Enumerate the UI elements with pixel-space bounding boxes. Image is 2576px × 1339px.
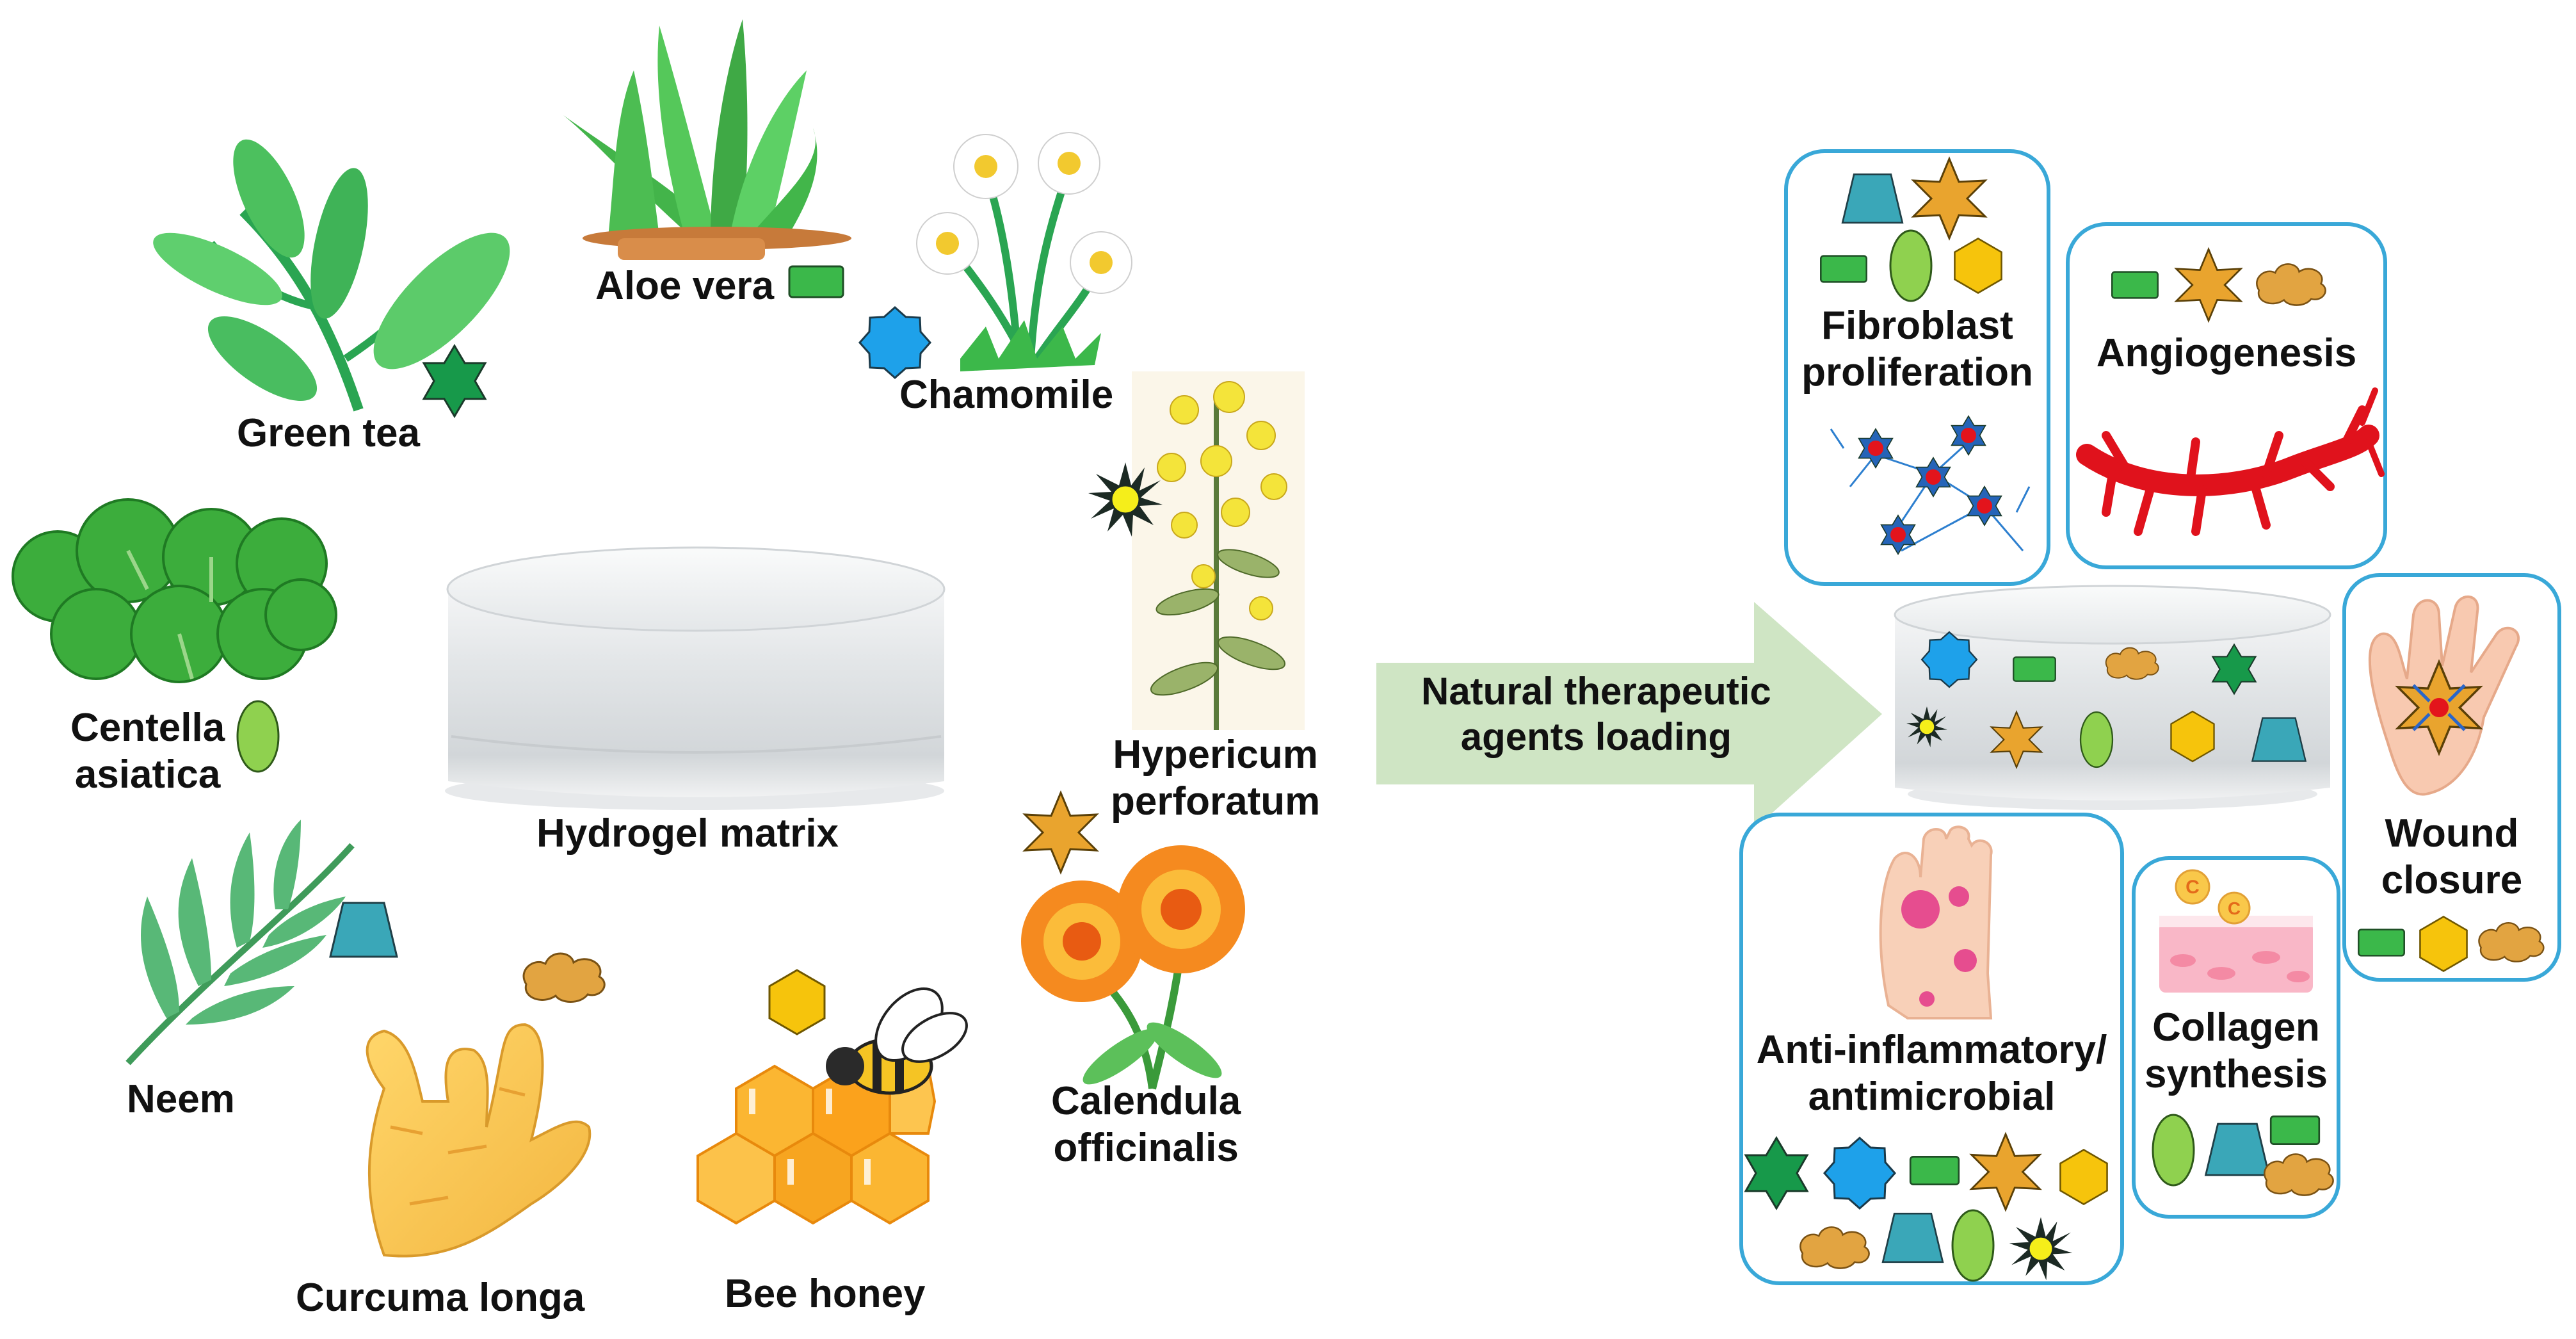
bee-honey-icon [696, 987, 968, 1225]
arrow-label-line1: Natural therapeutic [1421, 670, 1771, 713]
loading-arrow [1376, 602, 1882, 829]
orange-star-symbol [1024, 791, 1098, 873]
neem-icon [125, 820, 355, 1066]
calendula-label-line2: officinalis [1053, 1126, 1239, 1171]
fibroblast-cells-image [1830, 415, 2031, 555]
fibroblast-label-line2: proliferation [1801, 350, 2033, 395]
centella-label-line2: asiatica [74, 752, 221, 797]
centella-icon [12, 498, 337, 683]
inflamed-arm-icon [1879, 825, 1993, 1019]
hydrogel-label: Hydrogel matrix [536, 811, 839, 856]
green-oval-symbol [236, 700, 280, 773]
centella-label: Centella asiatica [70, 704, 225, 798]
collagen-skin-icon: C C [2159, 869, 2313, 993]
wound-hand-icon [2368, 595, 2520, 796]
fibroblast-label: Fibroblast proliferation [1799, 302, 2036, 396]
collagen-label-line1: Collagen [2152, 1005, 2320, 1050]
wound-label: Wound closure [2348, 810, 2556, 904]
chamomile-icon [916, 132, 1132, 371]
hypericum-label: Hypericum perforatum [1111, 731, 1320, 825]
blood-vessel-icon [2076, 387, 2385, 536]
arrow-label: Natural therapeutic agents loading [1421, 669, 1771, 760]
wound-label-line2: closure [2381, 858, 2523, 903]
calendula-label: Calendula officinalis [1051, 1078, 1241, 1171]
chamomile-label: Chamomile [899, 373, 1114, 417]
cloud-symbol [522, 952, 606, 1003]
green-tea-icon [153, 139, 510, 412]
collagen-label-line2: synthesis [2144, 1052, 2328, 1097]
angiogenesis-label: Angiogenesis [2096, 331, 2357, 375]
fibroblast-label-line1: Fibroblast [1821, 304, 2013, 348]
hydrogel-matrix-image [445, 546, 946, 810]
curcuma-label: Curcuma longa [296, 1276, 585, 1320]
anti-label-line1: Anti-inflammatory/ [1756, 1028, 2107, 1072]
hypericum-label-line1: Hypericum [1113, 733, 1318, 777]
neem-label: Neem [127, 1077, 235, 1121]
anti-label-line2: antimicrobial [1808, 1075, 2056, 1119]
arrow-label-line2: agents loading [1460, 715, 1732, 758]
teal-trapezoid-symbol [329, 902, 398, 958]
green-tea-label: Green tea [237, 411, 421, 455]
yellow-hexagon-symbol [768, 969, 826, 1035]
wound-label-line1: Wound [2385, 811, 2519, 856]
calendula-label-line1: Calendula [1051, 1079, 1241, 1123]
curcuma-icon [366, 1023, 592, 1258]
centella-label-line1: Centella [70, 706, 225, 750]
svg-text:C: C [2186, 877, 2200, 898]
anti-label: Anti-inflammatory/ antimicrobial [1745, 1027, 2118, 1120]
green-star-symbol [423, 345, 487, 418]
calendula-icon [1021, 845, 1245, 1090]
blue-gear-symbol [858, 306, 931, 379]
aloe-vera-icon [563, 19, 851, 260]
collagen-label: Collagen synthesis [2137, 1004, 2335, 1098]
loaded-hydrogel-image [1894, 585, 2331, 810]
hypericum-icon [1132, 371, 1305, 730]
aloe-vera-label: Aloe vera [595, 264, 775, 308]
hypericum-label-line2: perforatum [1111, 779, 1321, 824]
green-rect-symbol [788, 265, 844, 298]
bee-honey-label: Bee honey [725, 1272, 926, 1316]
svg-text:C: C [2228, 898, 2241, 918]
